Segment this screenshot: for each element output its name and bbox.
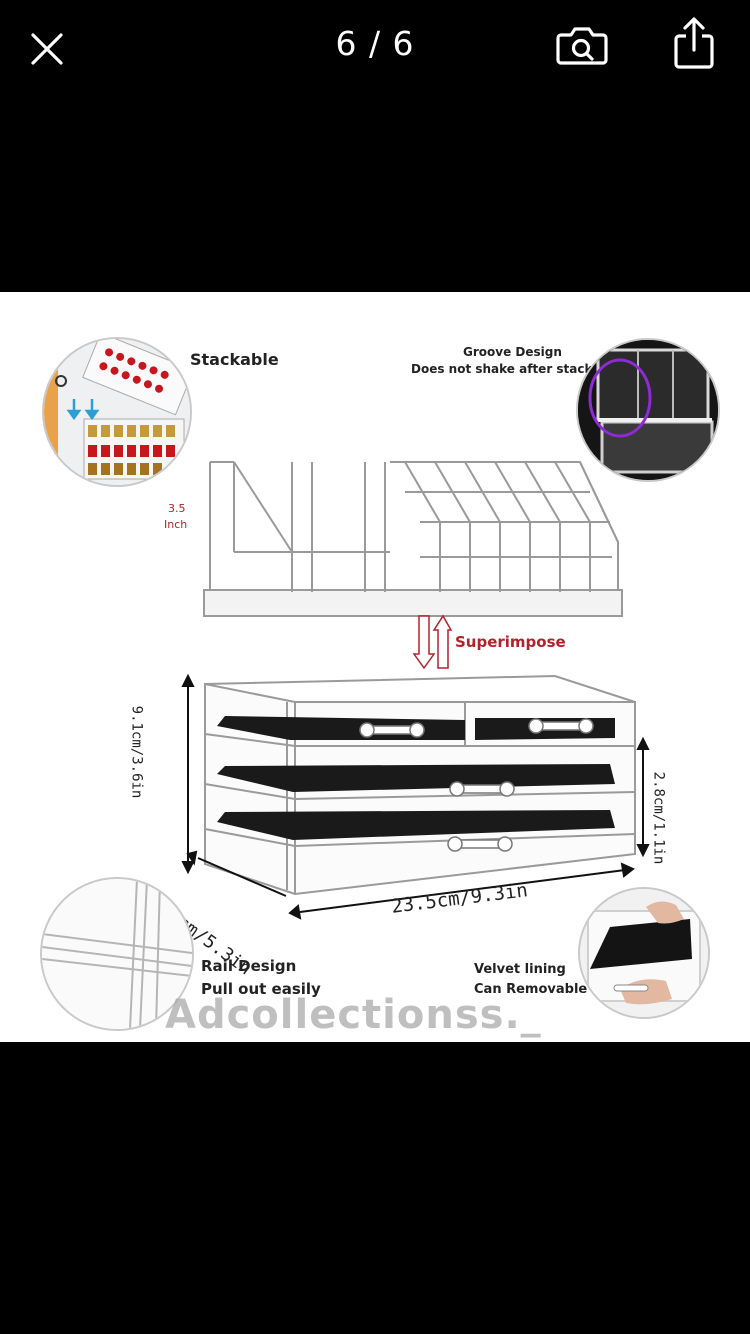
top-height-unit: Inch — [164, 518, 188, 531]
superimpose-label: Superimpose — [455, 633, 566, 651]
rail-design-label: Rail Design — [201, 957, 297, 975]
close-button[interactable] — [20, 22, 74, 76]
image-counter: 6 / 6 — [335, 24, 415, 63]
velvet-lining-detail-photo — [578, 887, 710, 1019]
watermark-text: Adcollectionss._ — [165, 992, 542, 1038]
top-height-value: 3.5 — [168, 502, 186, 515]
close-icon — [31, 33, 63, 65]
camera-search-icon — [556, 27, 608, 65]
height-dimension: 9.1cm/3.6in — [128, 705, 145, 799]
visual-search-button[interactable] — [552, 18, 612, 72]
stackable-label: Stackable — [190, 350, 279, 369]
product-image[interactable]: Stackable Groove Design Does not shake a… — [0, 292, 750, 1042]
superimpose-arrows-icon — [412, 614, 452, 670]
groove-detail-photo — [576, 338, 720, 482]
stackable-detail-photo — [42, 337, 192, 487]
velvet-lining-sublabel: Can Removable — [474, 982, 588, 997]
share-button[interactable] — [668, 12, 720, 74]
viewer-bottom-area — [0, 1042, 750, 1334]
rail-design-sublabel: Pull out easily — [201, 980, 321, 998]
viewer-top-bar: 6 / 6 — [0, 0, 750, 292]
share-icon — [674, 17, 714, 69]
drawer-height-dimension: 2.8cm/1.1in — [650, 771, 667, 865]
groove-design-label: Groove Design — [463, 345, 562, 359]
velvet-lining-label: Velvet lining — [474, 962, 566, 977]
groove-design-sublabel: Does not shake after stacking — [411, 362, 614, 376]
top-organizer-illustration — [203, 461, 623, 617]
rail-design-detail-photo — [40, 877, 194, 1031]
drawer-unit-illustration — [204, 674, 636, 896]
dimension-arrows — [181, 673, 650, 920]
